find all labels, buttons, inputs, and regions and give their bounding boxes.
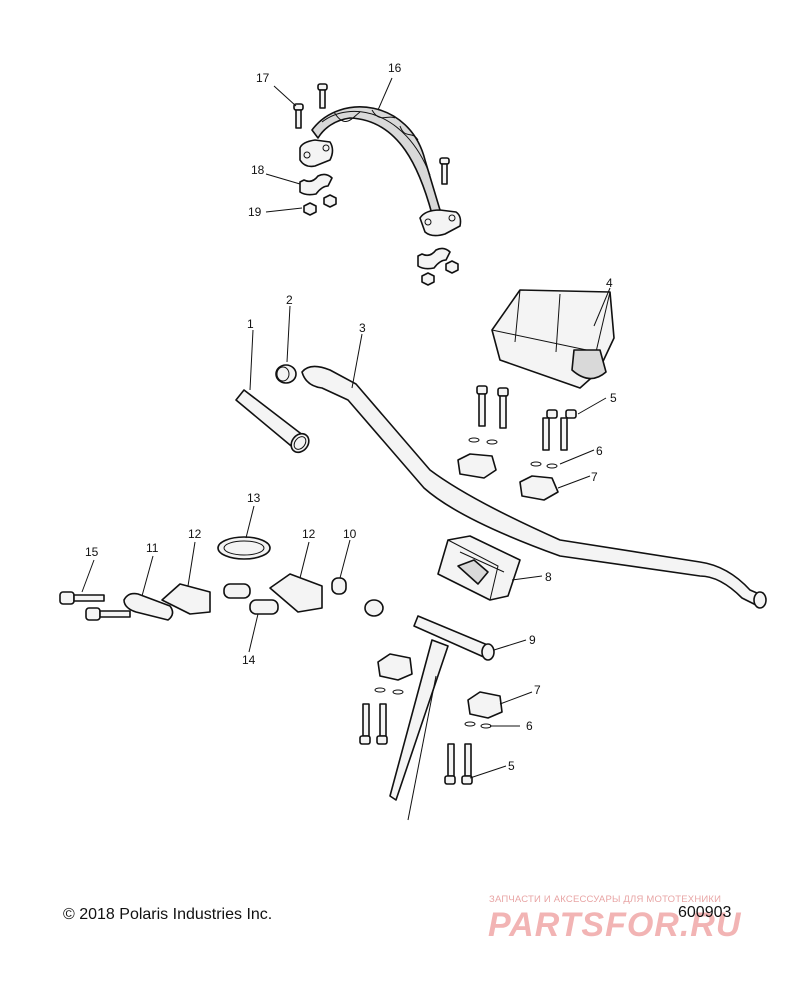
callout-13: 13: [247, 491, 261, 505]
clamp-7-lower-left: [377, 653, 413, 681]
callout-14: 14: [242, 653, 256, 667]
callout-10: 10: [343, 527, 357, 541]
bushing-14-b: [249, 599, 279, 615]
nut-19-a: [303, 202, 317, 216]
upper-clamp-hardware: [457, 385, 577, 501]
callout-5-lower: 5: [508, 759, 515, 773]
callout-8: 8: [545, 570, 552, 584]
crossbar-pad-16: [311, 106, 441, 215]
callout-2: 2: [286, 293, 293, 307]
callout-19: 19: [248, 205, 262, 219]
callout-3: 3: [359, 321, 366, 335]
clamp-7-lower-right: [467, 691, 503, 719]
bolt-15-b: [85, 607, 131, 621]
bolt-17-right: [439, 157, 450, 185]
mount-block-8: [437, 535, 521, 601]
callout-4: 4: [606, 276, 613, 290]
callout-18: 18: [251, 163, 265, 177]
plate-11: [123, 592, 174, 621]
bushing-13: [217, 536, 271, 560]
callout-5-upper: 5: [610, 391, 617, 405]
clamp-12-right: [269, 573, 323, 613]
callout-6-upper: 6: [596, 444, 603, 458]
clamp-7-upper-left: [457, 453, 497, 479]
clamp-upper-left: [299, 139, 334, 168]
callout-7-upper: 7: [591, 470, 598, 484]
callout-11: 11: [146, 541, 159, 555]
lower-clamp-hardware: [359, 653, 503, 785]
clamp-7-upper-right: [519, 475, 559, 501]
callout-12-right: 12: [302, 527, 316, 541]
watermark-logo: PARTSFOR.RU: [488, 906, 742, 944]
bolt-15-a: [59, 591, 105, 605]
bushing-14-a: [223, 583, 251, 599]
callout-17: 17: [256, 71, 270, 85]
end-cap-2: [275, 364, 297, 384]
grip-1: [235, 389, 310, 454]
crossbar-pad-assembly: [293, 83, 462, 286]
callout-1: 1: [247, 317, 254, 331]
nut-19-d: [445, 260, 459, 274]
steering-bracket-9: [389, 615, 495, 821]
nut-19-b: [323, 194, 337, 208]
callout-12-left: 12: [188, 527, 202, 541]
clamp-upper-right: [419, 209, 462, 237]
callout-9: 9: [529, 633, 536, 647]
clamp-lower-18-right: [417, 247, 451, 270]
callout-7-lower: 7: [534, 683, 541, 697]
leader-lines: [81, 77, 611, 779]
clamp-lower-18-left: [299, 173, 333, 196]
callout-15: 15: [85, 545, 99, 559]
handlebar-pad-4: [491, 289, 615, 389]
callout-6-lower: 6: [526, 719, 533, 733]
handlebar-end: [753, 591, 767, 609]
mount-hardware: [59, 536, 384, 621]
nut-19-c: [421, 272, 435, 286]
watermark-tagline: ЗАПЧАСТИ И АКСЕССУАРЫ ДЛЯ МОТОТЕХНИКИ: [489, 894, 722, 905]
bolt-17-left: [293, 103, 304, 129]
callout-16: 16: [388, 61, 402, 75]
bolt-17-mid: [317, 83, 328, 109]
callout-labels: 1 2 3 4 5 6 7 8 9 10 11 12 12 13 14 15 1…: [85, 61, 617, 773]
figure-number: 600903: [678, 904, 732, 921]
copyright-notice: © 2018 Polaris Industries Inc.: [63, 906, 273, 923]
spacer-10: [331, 577, 347, 595]
clamp-12-left: [161, 583, 211, 615]
